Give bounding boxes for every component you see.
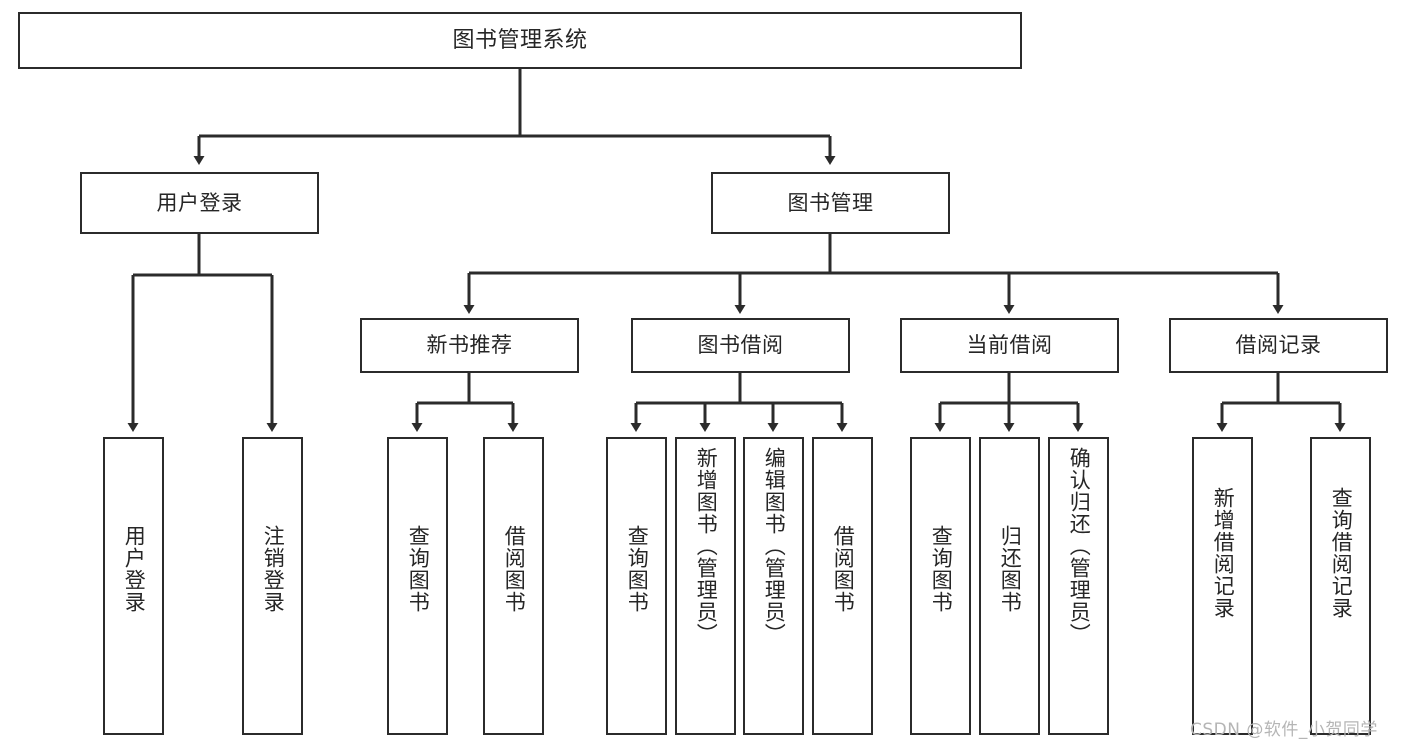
node-label: 当前借阅 xyxy=(966,333,1053,358)
leaf-query-book-current[interactable]: 查询图书 xyxy=(910,437,971,735)
node-root-book-management-system[interactable]: 图书管理系统 xyxy=(18,12,1022,69)
node-user-login[interactable]: 用户登录 xyxy=(80,172,319,234)
node-label: 查询借阅记录 xyxy=(1329,487,1354,619)
node-label: 图书管理系统 xyxy=(452,27,588,53)
node-label: 借阅图书 xyxy=(502,525,527,613)
leaf-add-book-admin[interactable]: 新增图书（管理员） xyxy=(675,437,736,735)
leaf-edit-book-admin[interactable]: 编辑图书（管理员） xyxy=(743,437,804,735)
node-label: 查询图书 xyxy=(929,525,954,613)
leaf-logout[interactable]: 注销登录 xyxy=(242,437,303,735)
leaf-query-book-newbook[interactable]: 查询图书 xyxy=(387,437,448,735)
node-label: 确认归还（管理员） xyxy=(1067,447,1092,645)
node-label: 用户登录 xyxy=(156,190,243,215)
leaf-confirm-return-admin[interactable]: 确认归还（管理员） xyxy=(1048,437,1109,735)
node-label: 新书推荐 xyxy=(426,333,513,358)
node-label: 新增图书（管理员） xyxy=(694,447,719,645)
node-label: 图书借阅 xyxy=(697,333,784,358)
leaf-query-borrow-record[interactable]: 查询借阅记录 xyxy=(1310,437,1371,735)
node-label: 用户登录 xyxy=(122,525,147,613)
node-label: 查询图书 xyxy=(625,525,650,613)
leaf-query-book-borrow[interactable]: 查询图书 xyxy=(606,437,667,735)
node-label: 借阅记录 xyxy=(1235,333,1322,358)
node-label: 编辑图书（管理员） xyxy=(762,447,787,645)
node-label: 新增借阅记录 xyxy=(1211,487,1236,619)
node-current-borrow[interactable]: 当前借阅 xyxy=(900,318,1119,373)
leaf-borrow-book-newbook[interactable]: 借阅图书 xyxy=(483,437,544,735)
node-label: 查询图书 xyxy=(406,525,431,613)
node-label: 图书管理 xyxy=(787,190,874,215)
node-label: 借阅图书 xyxy=(831,525,856,613)
node-borrow-record[interactable]: 借阅记录 xyxy=(1169,318,1388,373)
leaf-user-login[interactable]: 用户登录 xyxy=(103,437,164,735)
node-label: 注销登录 xyxy=(261,525,286,613)
leaf-add-borrow-record[interactable]: 新增借阅记录 xyxy=(1192,437,1253,735)
node-book-management[interactable]: 图书管理 xyxy=(711,172,950,234)
leaf-borrow-book[interactable]: 借阅图书 xyxy=(812,437,873,735)
leaf-return-book[interactable]: 归还图书 xyxy=(979,437,1040,735)
node-label: 归还图书 xyxy=(998,525,1023,613)
node-book-borrow[interactable]: 图书借阅 xyxy=(631,318,850,373)
node-new-book-recommend[interactable]: 新书推荐 xyxy=(360,318,579,373)
